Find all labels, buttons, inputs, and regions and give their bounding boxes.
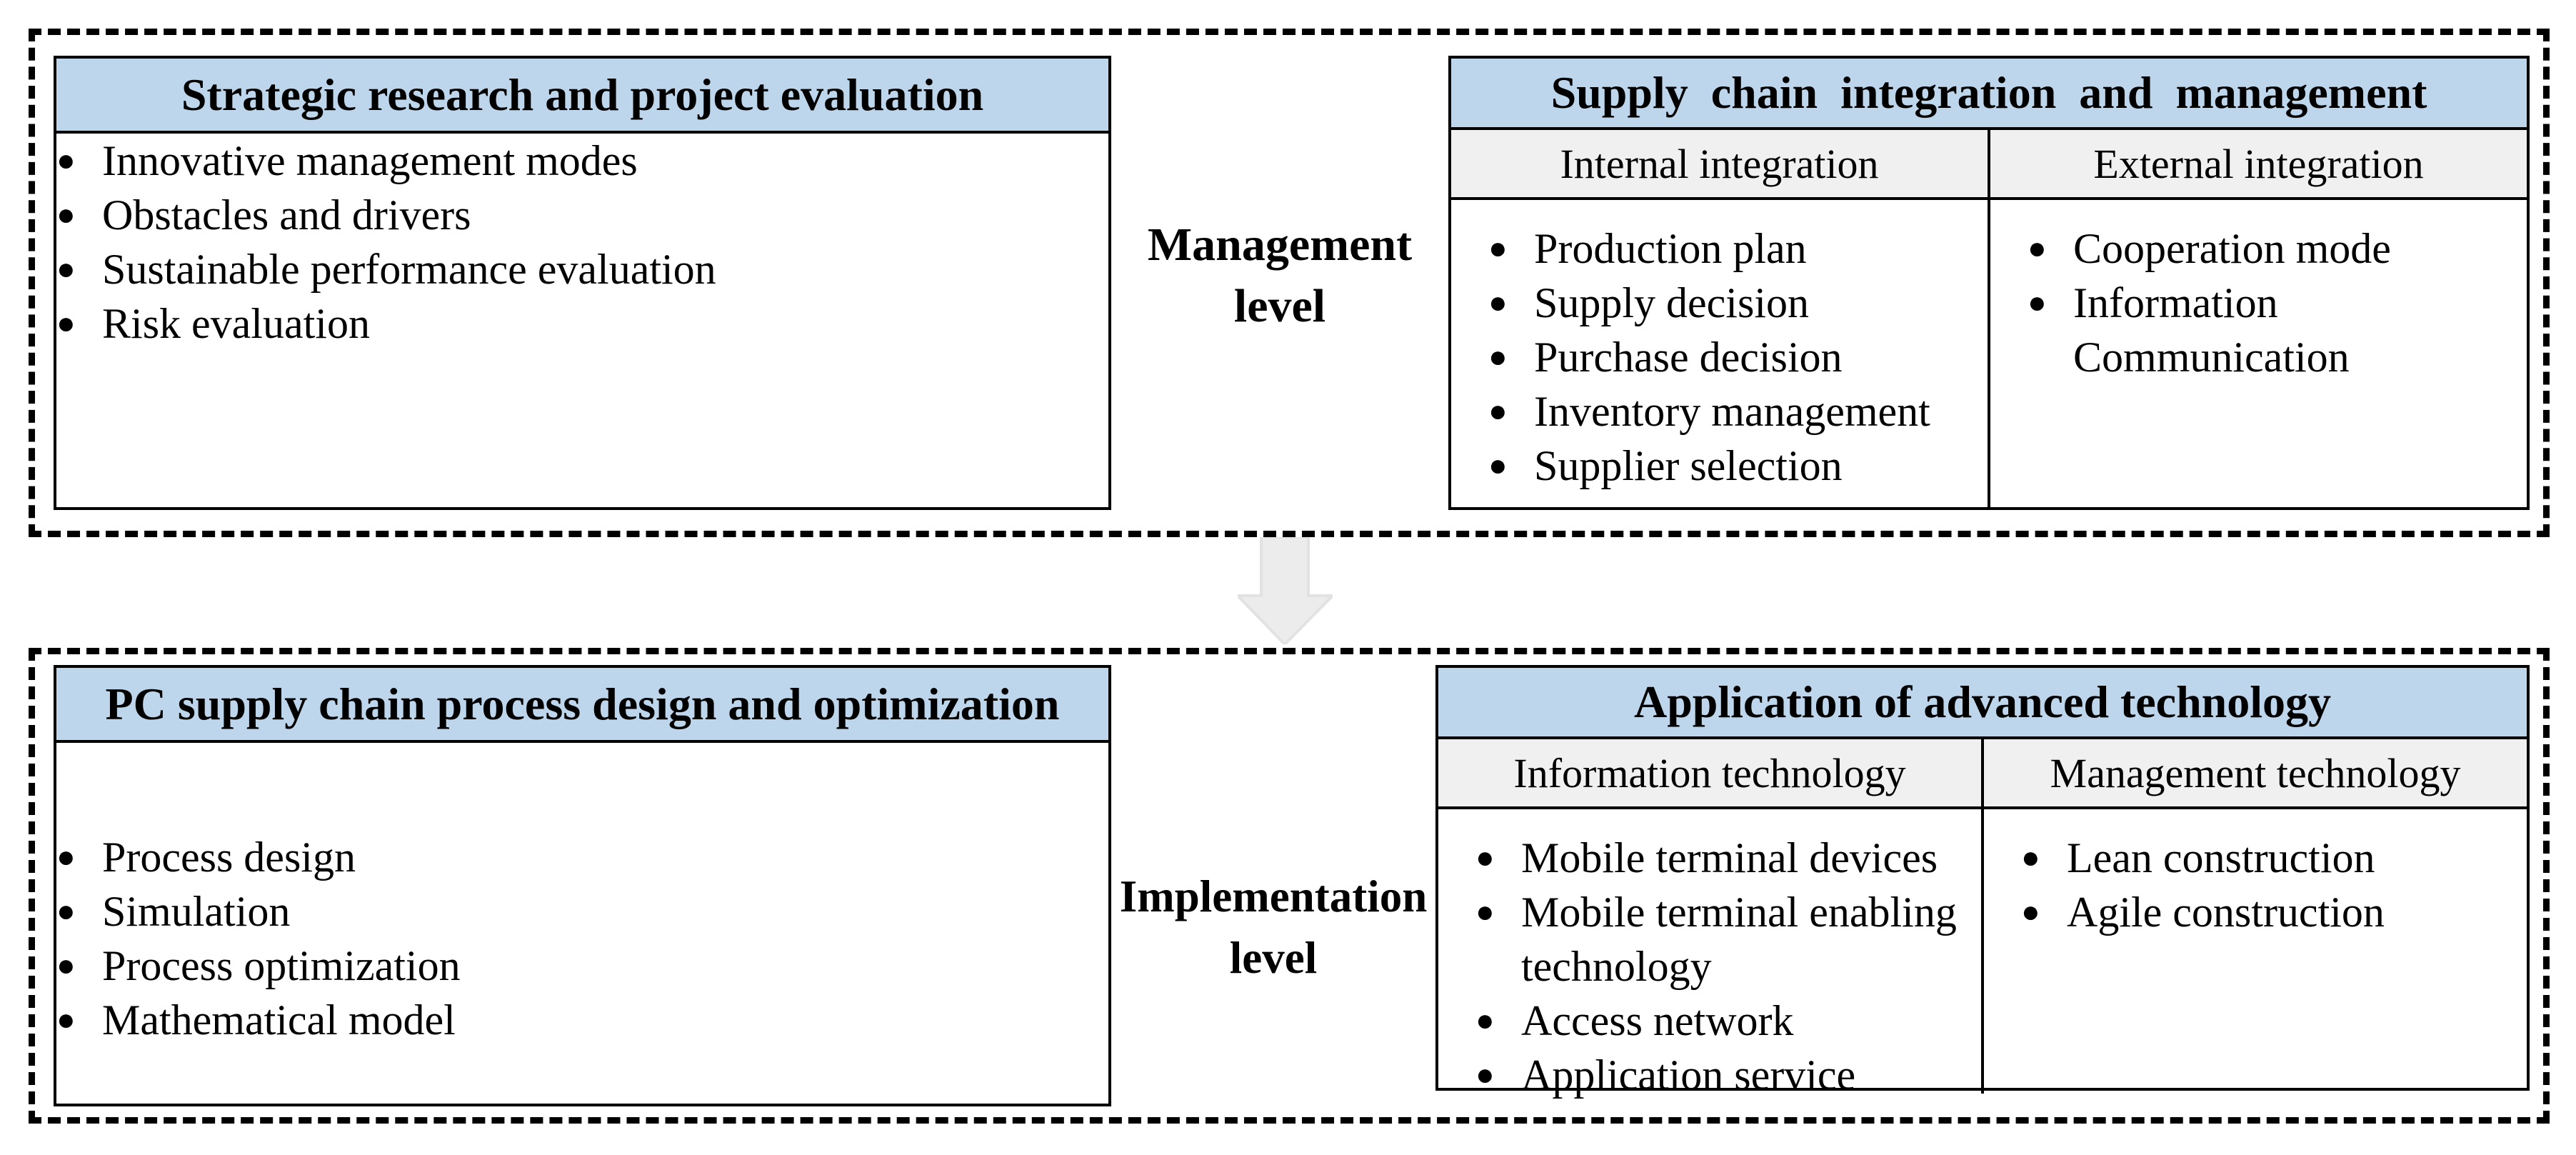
bullet-icon: ● (1488, 231, 1508, 266)
list-item: ●Simulation (56, 884, 1108, 939)
list-item: ●Access network (1475, 994, 1967, 1048)
bullet-icon: ● (1488, 394, 1508, 429)
information-technology-column: ●Mobile terminal devices ●Mobile termina… (1438, 809, 1981, 1099)
list-item: ●Inventory management (1488, 384, 1973, 439)
advanced-technology-title: Application of advanced technology (1438, 668, 2527, 739)
bullet-icon: ● (1475, 1003, 1495, 1038)
external-integration-list: ●Cooperation mode ●Information Communica… (2028, 221, 2512, 384)
list-item: ●Innovative management modes (56, 134, 1108, 188)
list-item: ●Process design (56, 830, 1108, 884)
bullet-icon: ● (56, 143, 76, 178)
list-item: ●Supplier selection (1488, 439, 1973, 493)
advanced-technology-box: Application of advanced technology Infor… (1435, 665, 2530, 1099)
information-technology-header: Information technology (1513, 749, 1906, 796)
list-item: ●Obstacles and drivers (56, 188, 1108, 242)
bullet-icon: ● (56, 894, 76, 929)
list-item: ●Supply decision (1488, 276, 1973, 330)
internal-integration-header: Internal integration (1560, 140, 1879, 187)
implementation-level-label: Implementation level (1119, 871, 1428, 983)
list-item: ●Cooperation mode (2028, 221, 2512, 276)
process-design-list: ●Process design ●Simulation ●Process opt… (56, 743, 1108, 1047)
strategic-research-title: Strategic research and project evaluatio… (56, 59, 1108, 134)
bullet-icon: ● (1488, 448, 1508, 483)
bullet-icon: ● (2021, 894, 2040, 929)
list-item: ●Mobile terminal enabling technology (1475, 885, 1967, 994)
bullet-icon: ● (2028, 231, 2047, 266)
external-integration-header: External integration (1988, 130, 2527, 197)
list-item: ●Application service (1475, 1048, 1967, 1102)
management-level-section: Strategic research and project evaluatio… (29, 29, 2550, 537)
integration-columns: ●Production plan ●Supply decision ●Purch… (1451, 200, 2527, 510)
technology-subheaders: Information technology Management techno… (1438, 739, 2527, 809)
bullet-icon: ● (1475, 840, 1495, 875)
internal-integration-list: ●Production plan ●Supply decision ●Purch… (1488, 221, 1973, 493)
supply-chain-integration-box: Supply chain integration and management … (1448, 56, 2530, 510)
list-item: ●Process optimization (56, 939, 1108, 993)
implementation-level-section: PC supply chain process design and optim… (29, 648, 2550, 1124)
strategic-research-list: ●Innovative management modes ●Obstacles … (56, 134, 1108, 351)
bullet-icon: ● (56, 197, 76, 232)
bullet-icon: ● (56, 251, 76, 286)
integration-subheaders: Internal integration External integratio… (1451, 130, 2527, 200)
external-integration-column: ●Cooperation mode ●Information Communica… (1988, 200, 2527, 510)
strategic-research-box: Strategic research and project evaluatio… (54, 56, 1111, 510)
bullet-icon: ● (56, 948, 76, 983)
list-item: ●Lean construction (2021, 831, 2512, 885)
bullet-icon: ● (1475, 894, 1495, 929)
internal-integration-column: ●Production plan ●Supply decision ●Purch… (1451, 200, 1988, 510)
bullet-icon: ● (1488, 339, 1508, 374)
management-technology-header: Management technology (1981, 739, 2527, 806)
list-item: ●Mobile terminal devices (1475, 831, 1967, 885)
bullet-icon: ● (56, 306, 76, 341)
technology-columns: ●Mobile terminal devices ●Mobile termina… (1438, 809, 2527, 1099)
bullet-icon: ● (2021, 840, 2040, 875)
list-item: ●Mathematical model (56, 993, 1108, 1047)
list-item: ●Information Communication (2028, 276, 2512, 384)
list-item: ●Production plan (1488, 221, 1973, 276)
bullet-icon: ● (1475, 1057, 1495, 1092)
management-technology-column: ●Lean construction ●Agile construction (1981, 809, 2527, 1094)
bullet-icon: ● (56, 1002, 76, 1037)
bullet-icon: ● (56, 839, 76, 874)
list-item: ●Purchase decision (1488, 330, 1973, 384)
bullet-icon: ● (1488, 285, 1508, 320)
list-item: ●Agile construction (2021, 885, 2512, 939)
list-item: ●Sustainable performance evaluation (56, 242, 1108, 296)
down-arrow-icon (1238, 537, 1333, 644)
list-item: ●Risk evaluation (56, 296, 1108, 351)
process-design-title: PC supply chain process design and optim… (56, 668, 1108, 743)
bullet-icon: ● (2028, 285, 2047, 320)
process-design-box: PC supply chain process design and optim… (54, 665, 1111, 1106)
information-technology-list: ●Mobile terminal devices ●Mobile termina… (1475, 831, 1967, 1102)
supply-chain-integration-title: Supply chain integration and management (1451, 59, 2527, 130)
management-level-label: Management level (1147, 219, 1413, 332)
management-technology-list: ●Lean construction ●Agile construction (2021, 831, 2512, 939)
